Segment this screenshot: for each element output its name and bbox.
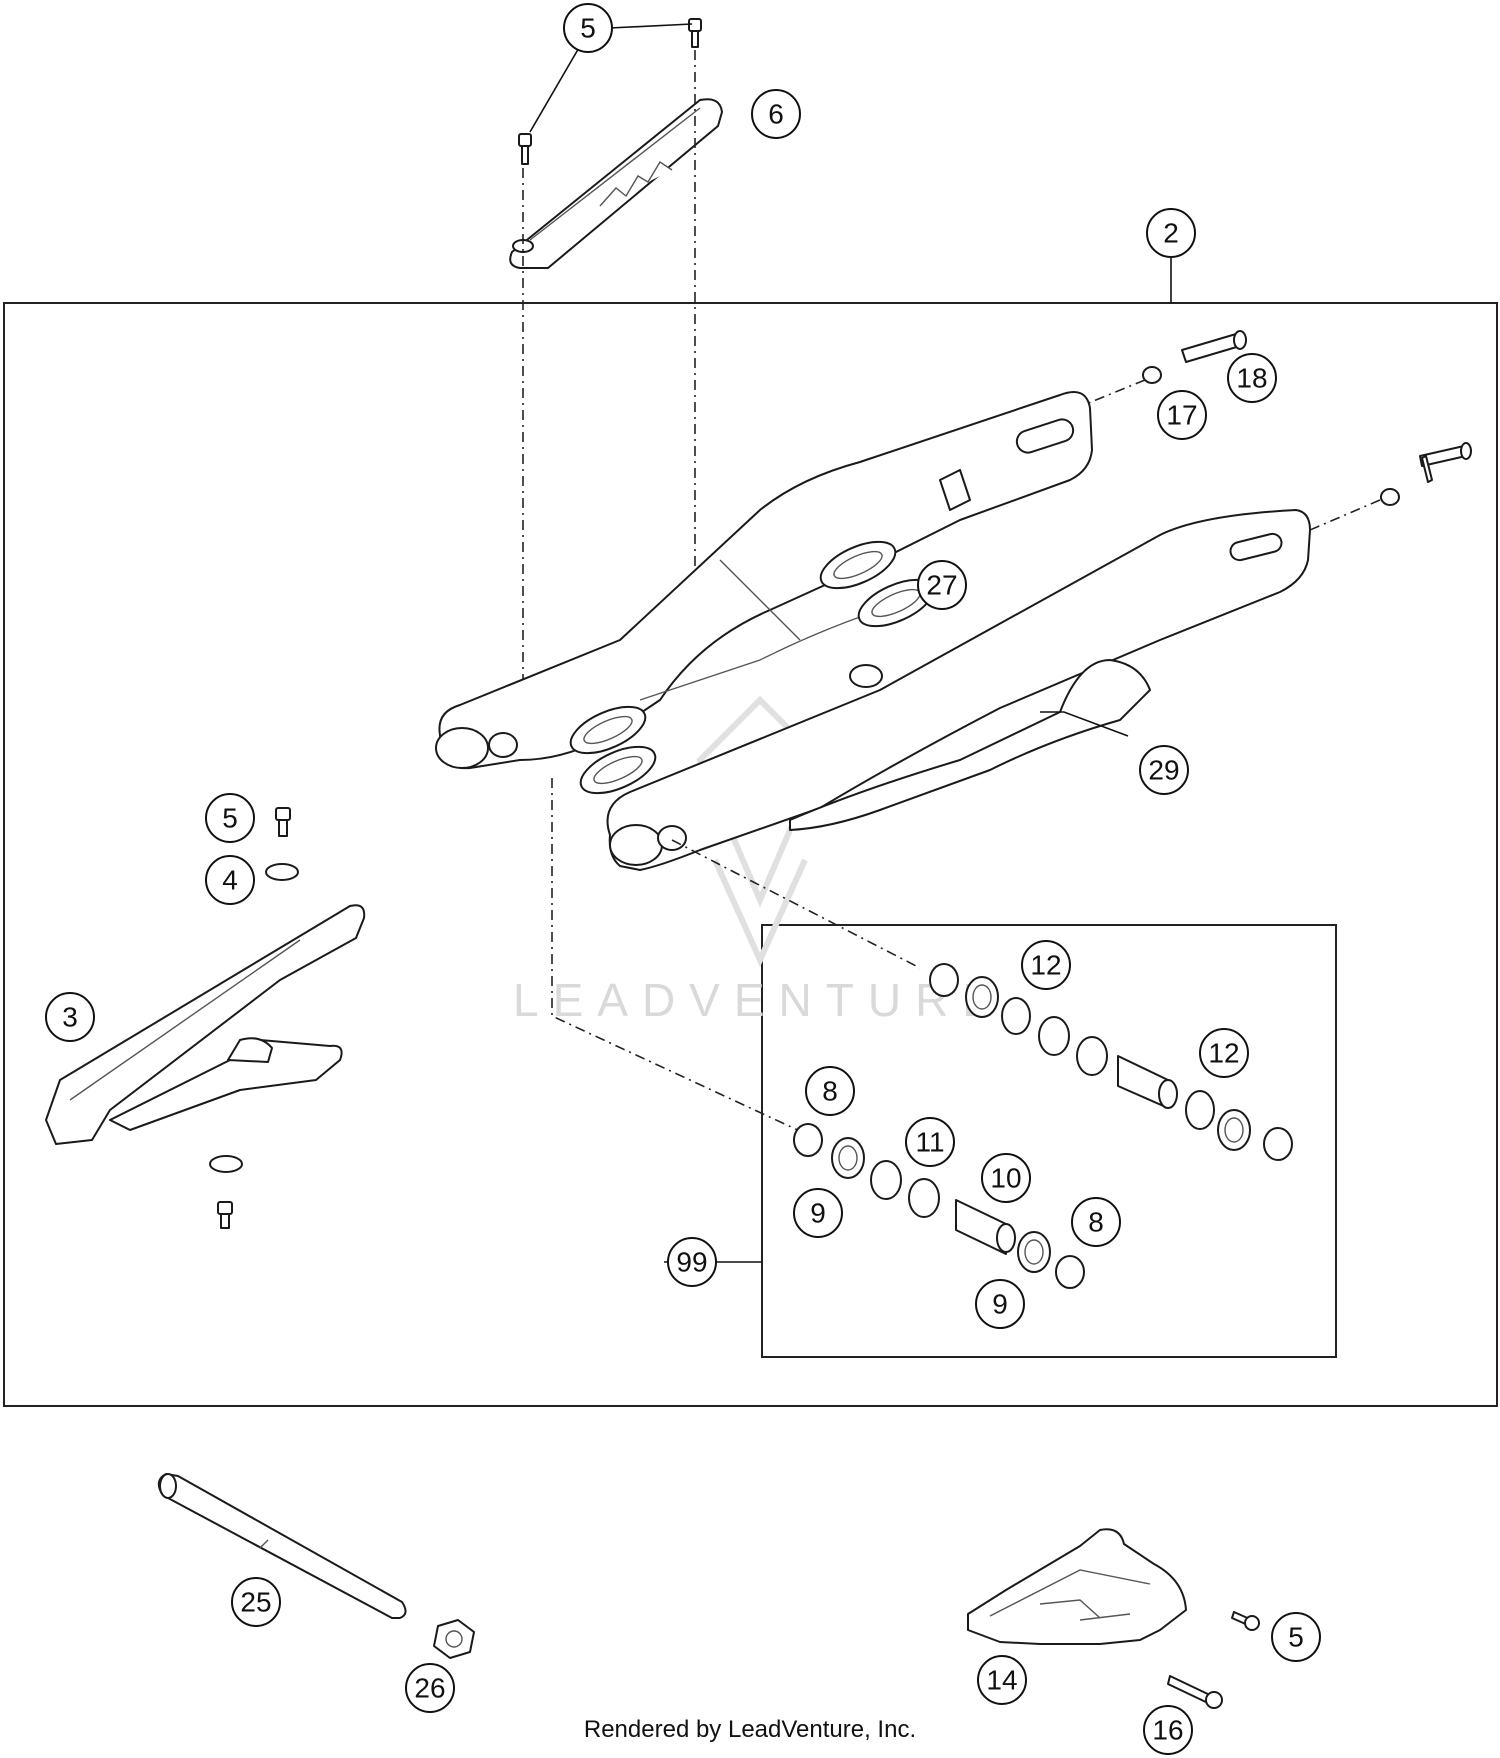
svg-text:16: 16 (1152, 1715, 1183, 1746)
svg-text:27: 27 (926, 570, 957, 601)
svg-text:5: 5 (1288, 1622, 1304, 1653)
pivot-nut (433, 1619, 475, 1659)
dash-line-pivot-right (671, 839, 921, 969)
svg-text:12: 12 (1030, 950, 1061, 981)
svg-text:18: 18 (1236, 363, 1267, 394)
bolt-top-right (688, 18, 702, 48)
svg-text:9: 9 (992, 1289, 1008, 1320)
callout-26: 26 (405, 1663, 455, 1713)
callout-10: 10 (981, 1153, 1031, 1203)
callout-14: 14 (977, 1655, 1027, 1705)
callout-5-top: 5 (563, 3, 613, 53)
svg-text:3: 3 (62, 1002, 78, 1033)
svg-text:8: 8 (1088, 1207, 1104, 1238)
dash-line-pivot-left (551, 778, 803, 1133)
pivot-shaft (157, 1473, 407, 1619)
callout-12-lower: 12 (1199, 1028, 1249, 1078)
swingarm (435, 391, 1311, 871)
callout-8-right: 8 (1071, 1197, 1121, 1247)
bolt-top-left (518, 133, 532, 165)
callout-17: 17 (1157, 390, 1207, 440)
svg-text:29: 29 (1148, 755, 1179, 786)
svg-text:10: 10 (990, 1163, 1021, 1194)
adjuster-bolt-upper (1142, 330, 1247, 384)
callout-3: 3 (45, 992, 95, 1042)
svg-text:4: 4 (222, 865, 238, 896)
svg-text:11: 11 (915, 1127, 944, 1158)
svg-text:99: 99 (676, 1247, 707, 1278)
watermark-logo: LEADVENTURE (513, 695, 1007, 1026)
dash-line-17-lower (1309, 499, 1381, 531)
chain-guide-screw-upper (1231, 1611, 1260, 1631)
swingarm-assembly-frame (3, 302, 1498, 1407)
callout-99: 99 (667, 1237, 717, 1287)
callout-16: 16 (1143, 1705, 1193, 1755)
svg-text:26: 26 (414, 1673, 445, 1704)
chain-guide-screw-lower (1167, 1675, 1223, 1709)
callout-4: 4 (205, 855, 255, 905)
callout-5-bottom: 5 (1271, 1612, 1321, 1662)
callout-25: 25 (231, 1577, 281, 1627)
bearing-kit-parts (793, 963, 1293, 1289)
svg-text:2: 2 (1163, 218, 1179, 249)
svg-text:9: 9 (810, 1198, 826, 1229)
svg-text:6: 6 (768, 99, 784, 130)
callout-18: 18 (1227, 353, 1277, 403)
svg-text:8: 8 (822, 1076, 838, 1107)
callout-27: 27 (917, 560, 967, 610)
chain-guide-bottom (967, 1528, 1187, 1645)
callout-5-left: 5 (205, 793, 255, 843)
callout-12-upper: 12 (1021, 940, 1071, 990)
callout-2: 2 (1146, 208, 1196, 258)
svg-text:17: 17 (1166, 400, 1197, 431)
chain-guide-top (509, 98, 723, 269)
callout-9-right: 9 (975, 1279, 1025, 1329)
watermark-text: LEADVENTURE (513, 974, 1007, 1026)
svg-text:14: 14 (986, 1665, 1017, 1696)
svg-text:5: 5 (222, 803, 238, 834)
adjuster-bolt-lower (1380, 442, 1472, 506)
svg-text:12: 12 (1208, 1038, 1239, 1069)
slider-screw-and-washer (209, 807, 299, 1229)
chain-slider (45, 904, 366, 1145)
callout-6: 6 (751, 89, 801, 139)
callout-8-left: 8 (805, 1066, 855, 1116)
svg-text:5: 5 (580, 13, 596, 44)
callout-11: 11 (905, 1117, 955, 1167)
svg-text:25: 25 (240, 1587, 271, 1618)
dash-line-17-upper (1085, 379, 1146, 405)
callout-9-left: 9 (793, 1188, 843, 1238)
callout-29: 29 (1139, 745, 1189, 795)
render-credit: Rendered by LeadVenture, Inc. (583, 1716, 917, 1743)
bearing-kit-frame (761, 924, 1337, 1358)
